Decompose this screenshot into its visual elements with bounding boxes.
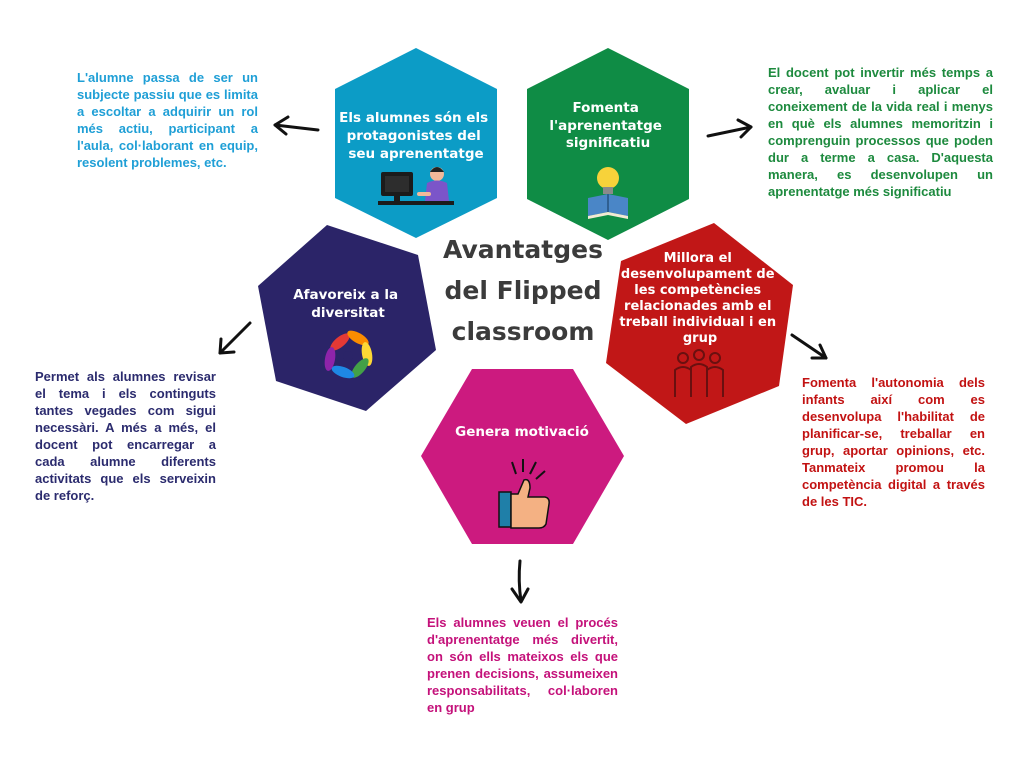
arrow-to-skills-text [790, 333, 828, 360]
description-protagonists: L'alumne passa de ser un subjecte passiu… [77, 70, 258, 170]
center-title-line2: del Flipped [445, 276, 602, 305]
hexagon-diversity-shape [258, 225, 436, 411]
group-people-icon [674, 349, 724, 397]
center-title: Avantatges del Flipped classroom [443, 235, 603, 346]
hexagon-motivation-shape [421, 369, 624, 544]
student-computer-icon [378, 167, 454, 205]
hexagon-skills-shape [606, 223, 793, 424]
hexagon-diversity: Afavoreix a la diversitat [258, 225, 436, 411]
lightbulb-book-icon [588, 167, 628, 219]
hexagon-skills-title: Millora el desenvolupament de les compet… [619, 251, 780, 346]
hexagon-motivation: Genera motivació [421, 369, 624, 544]
description-diversity: Permet als alumnes revisar el tema i els… [35, 369, 216, 503]
center-title-line1: Avantatges [443, 235, 603, 264]
arrow-to-motivation-text [510, 559, 530, 604]
arrow-to-protagonists-text [273, 115, 320, 136]
description-meaningful: El docent pot invertir més temps a crear… [768, 65, 993, 199]
hexagon-meaningful-shape [527, 48, 689, 240]
hexagon-meaningful-title: Fomenta l'aprenentatge significatiu [549, 100, 666, 151]
hexagon-diversity-title: Afavoreix a la diversitat [293, 287, 403, 321]
description-skills: Fomenta l'autonomia dels infants així co… [802, 375, 985, 509]
hexagon-motivation-title: Genera motivació [455, 424, 589, 440]
thumbs-up-icon [498, 459, 550, 529]
hexagon-protagonists: Els alumnes són els protagonistes del se… [335, 48, 497, 238]
hexagon-protagonists-title: Els alumnes són els protagonistes del se… [339, 110, 493, 162]
arrow-to-meaningful-text [706, 118, 753, 139]
description-motivation: Els alumnes veuen el procés d'aprenentat… [427, 615, 618, 715]
arrow-to-diversity-text [218, 321, 252, 355]
center-title-line3: classroom [452, 317, 595, 346]
colorful-hands-icon [324, 330, 373, 379]
hexagon-meaningful: Fomenta l'aprenentatge significatiu [527, 48, 689, 240]
hexagon-skills: Millora el desenvolupament de les compet… [606, 223, 793, 424]
hexagon-protagonists-shape [335, 48, 497, 238]
